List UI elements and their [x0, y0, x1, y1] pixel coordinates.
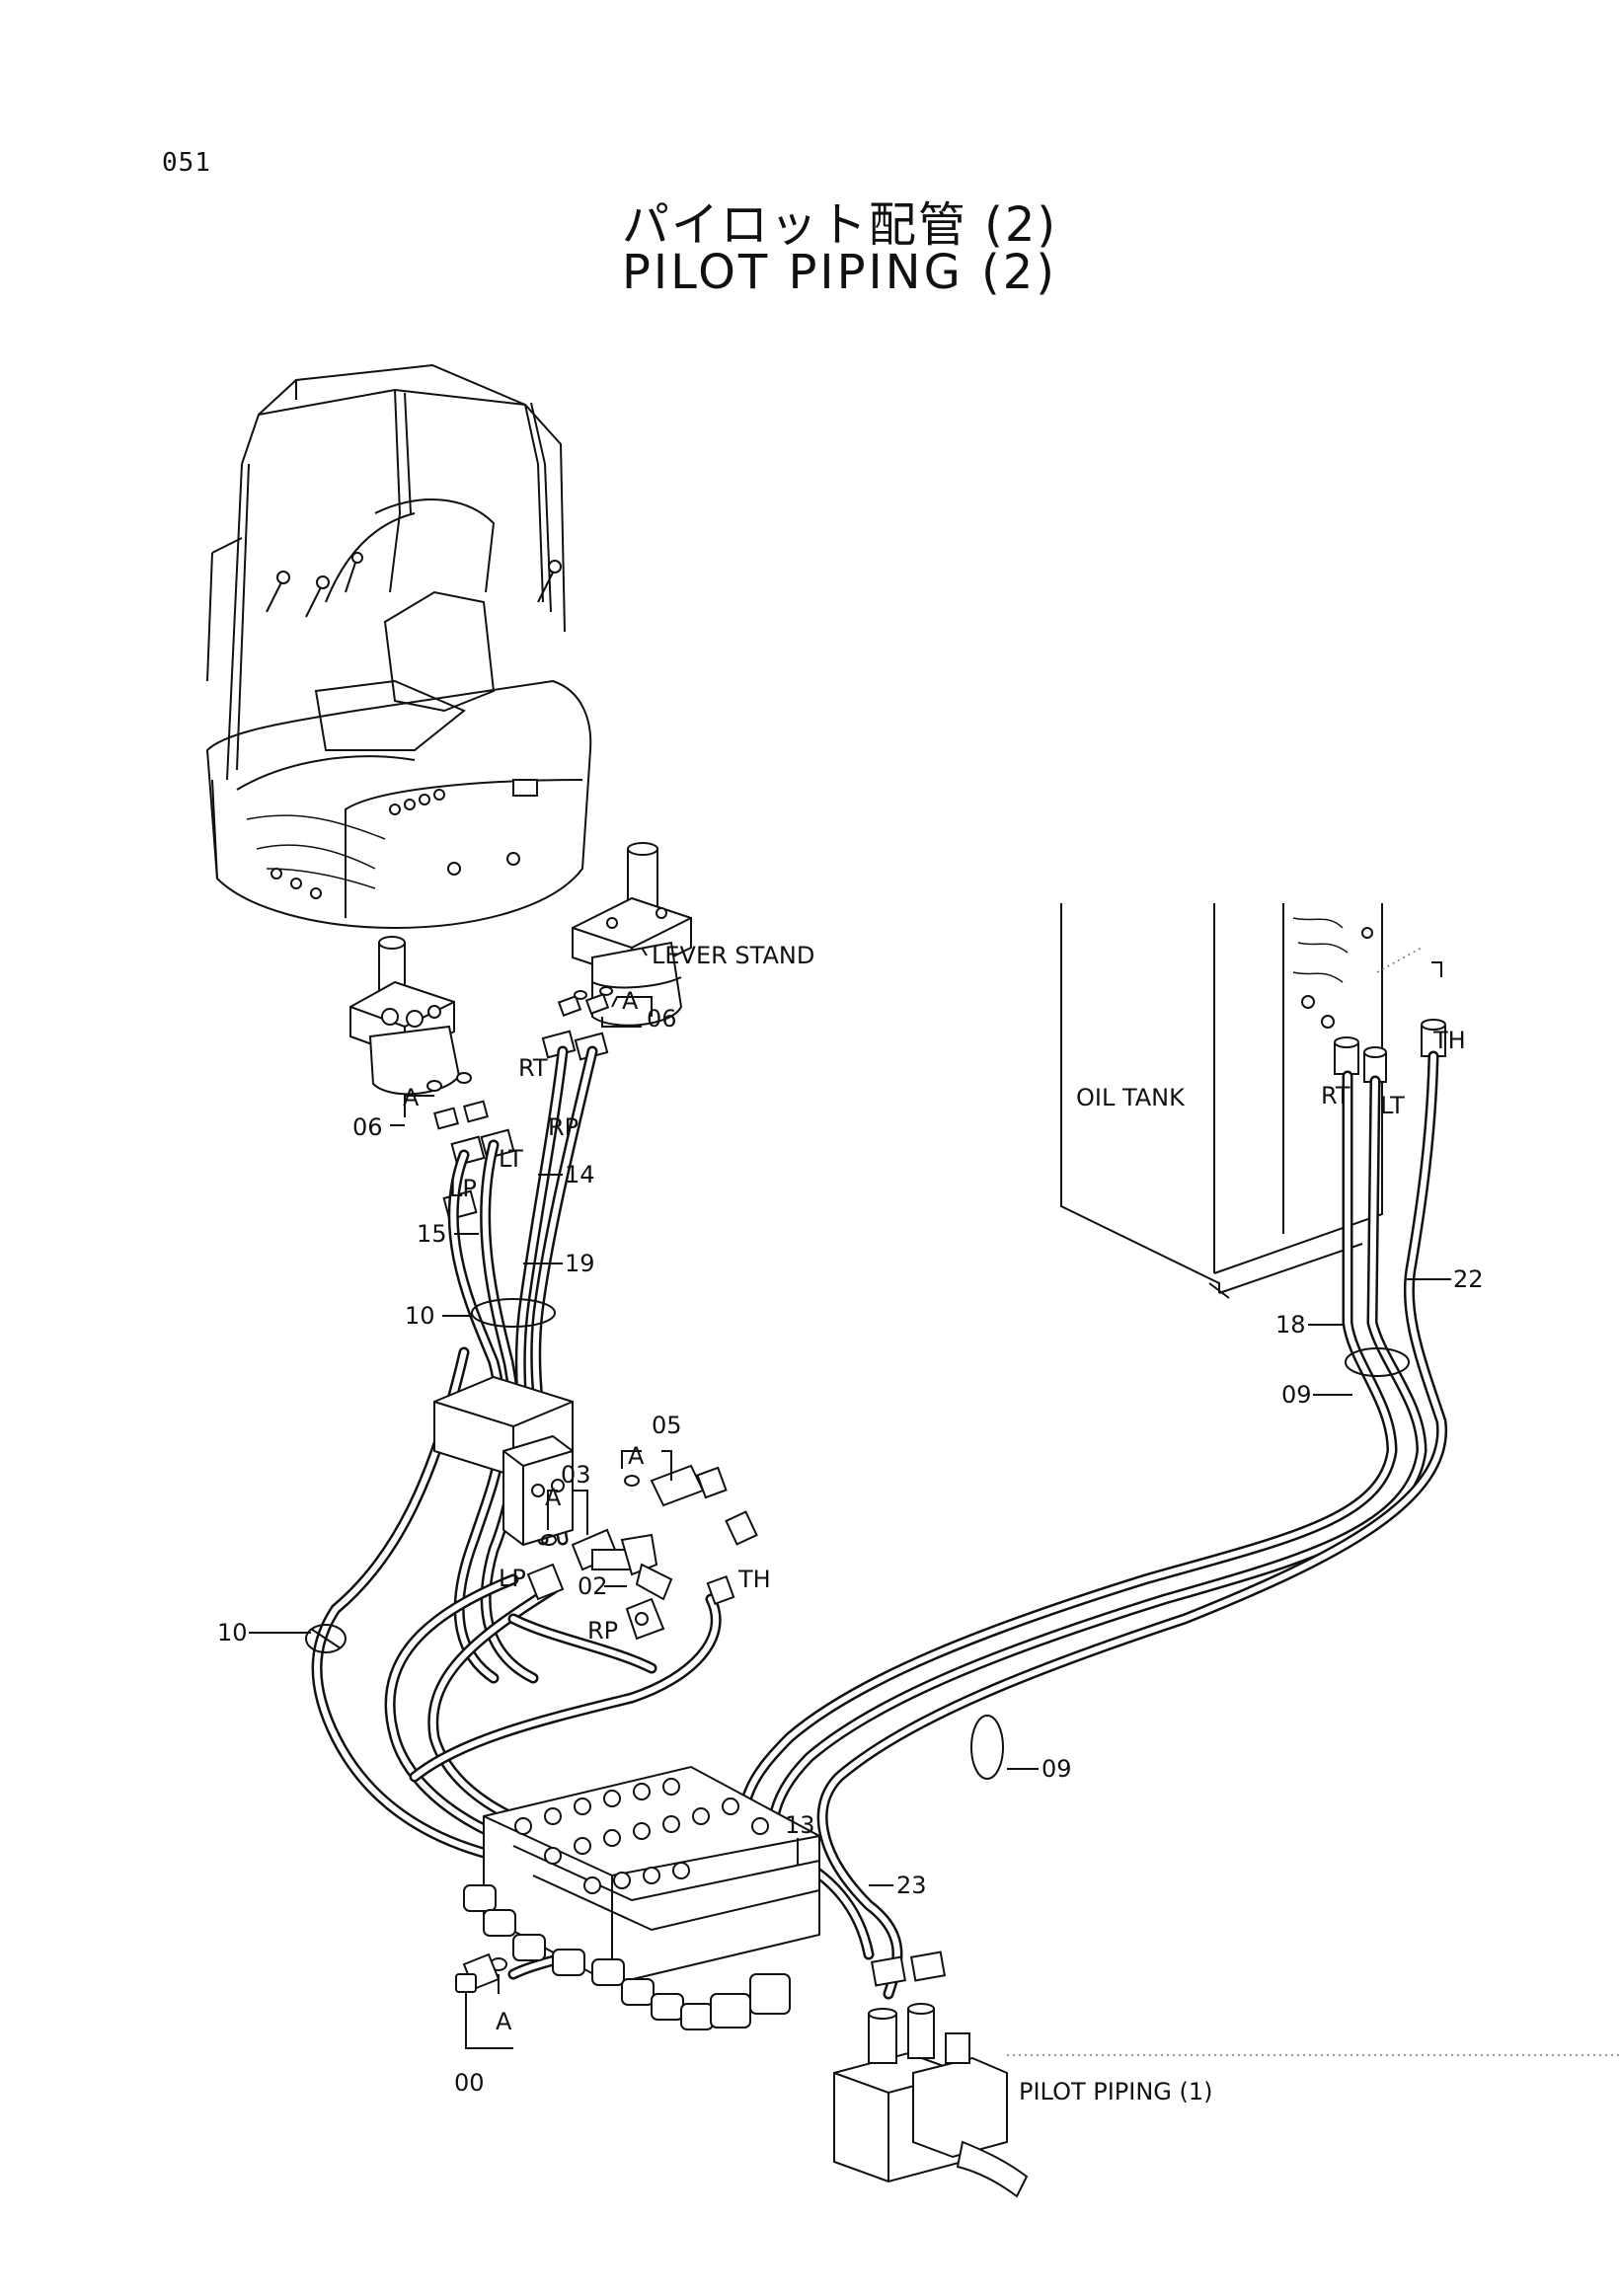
leader-lines: [249, 996, 1451, 2049]
part-num-14: 14: [565, 1161, 595, 1188]
part-num-19: 19: [565, 1250, 595, 1277]
part-num-22: 22: [1453, 1265, 1484, 1293]
port-lp-left: LP: [449, 1175, 477, 1202]
pilot-piping-1-block: [833, 1951, 1029, 2198]
detail-marks: A A A A A: [403, 987, 645, 2035]
port-labels: RT RP LT LP LP RP TH RT LT TH: [449, 1027, 1466, 1645]
tank-fittings: [1334, 947, 1446, 1083]
lever-stand-right-valve: [572, 842, 692, 1027]
part-num-15: 15: [417, 1220, 447, 1248]
detail-mark-a-05: A: [628, 1442, 645, 1470]
fittings-06-right: [541, 986, 613, 1061]
port-rp-left: RP: [548, 1113, 579, 1141]
fitting-00: [455, 1952, 507, 1993]
part-num-06-left: 06: [352, 1113, 383, 1141]
part-num-00: 00: [454, 2069, 485, 2097]
travel-lock-valve: [433, 1375, 574, 1547]
travel-lock-fittings: [526, 1464, 758, 1641]
port-th-valve: TH: [737, 1566, 771, 1593]
machine-cab-illustration: [205, 363, 592, 930]
port-rp-valve: RP: [587, 1617, 618, 1645]
page-title-english: PILOT PIPING (2): [621, 245, 1058, 300]
port-th-tank: TH: [1432, 1027, 1466, 1054]
part-num-06-right: 06: [647, 1005, 677, 1033]
port-rt-left: RT: [518, 1054, 548, 1082]
control-valve: [463, 1765, 820, 2030]
left-pilot-valve: [349, 936, 461, 1096]
page-number: 051: [162, 148, 211, 178]
detail-mark-a-lever: A: [622, 987, 639, 1015]
part-num-05: 05: [652, 1412, 682, 1439]
lever-stand-label: LEVER STAND: [652, 942, 814, 969]
port-rt-tank: RT: [1321, 1082, 1350, 1110]
oil-tank: [1060, 903, 1383, 1299]
part-num-09-bottom: 09: [1041, 1755, 1072, 1783]
part-num-09-top: 09: [1281, 1381, 1312, 1409]
port-lp-valve: LP: [499, 1565, 526, 1592]
part-num-13: 13: [785, 1811, 815, 1839]
part-num-02: 02: [578, 1572, 608, 1600]
part-num-18: 18: [1275, 1311, 1306, 1339]
part-numbers: 06 06 14 15 19 10 05 03 02 10 18 22 09 0…: [217, 1005, 1484, 2097]
port-lt-tank: LT: [1380, 1092, 1405, 1119]
part-num-10-top: 10: [405, 1302, 435, 1330]
pilot-piping-1-label: PILOT PIPING (1): [1019, 2078, 1213, 2105]
part-num-10-bottom: 10: [217, 1619, 248, 1646]
part-num-23: 23: [896, 1872, 927, 1899]
detail-mark-a-03: A: [545, 1484, 562, 1511]
lever-stand-leader: [641, 947, 648, 957]
detail-mark-a-left: A: [403, 1084, 420, 1111]
detail-mark-a-00: A: [496, 2008, 512, 2035]
part-num-03: 03: [561, 1461, 591, 1489]
page-title-japanese: パイロット配管 (2): [621, 197, 1058, 253]
port-lt-left: LT: [499, 1145, 523, 1173]
oil-tank-label: OIL TANK: [1076, 1084, 1186, 1111]
